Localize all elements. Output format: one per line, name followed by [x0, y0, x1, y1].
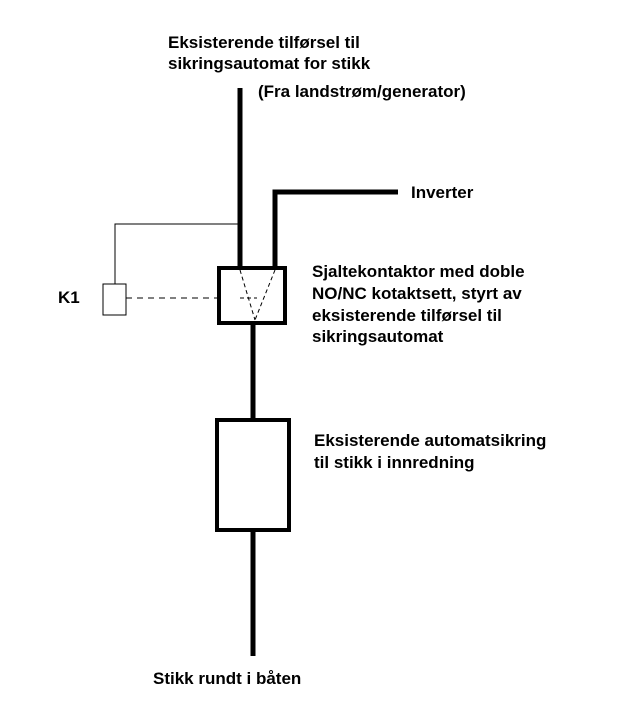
- inverter-label: Inverter: [411, 183, 474, 202]
- contactor-contact-nc: [254, 269, 276, 321]
- control-wire: [114, 223, 240, 284]
- contactor-label-line4: sikringsautomat: [312, 327, 444, 346]
- relay-label: K1: [58, 288, 80, 307]
- breaker-box: [215, 418, 291, 532]
- contactor-contact-no: [239, 269, 256, 321]
- contactor-label-line3: eksisterende tilførsel til: [312, 306, 502, 325]
- contactor-label-line1: Sjaltekontaktor med doble: [312, 262, 525, 281]
- supply-source-label: (Fra landstrøm/generator): [258, 82, 466, 101]
- supply-label-line1: Eksisterende tilførsel til: [168, 33, 360, 52]
- supply-label-line2: sikringsautomat for stikk: [168, 54, 371, 73]
- outlets-label: Stikk rundt i båten: [153, 669, 302, 688]
- breaker-label-line1: Eksisterende automatsikring: [314, 431, 547, 450]
- breaker-label-line2: til stikk i innredning: [314, 453, 475, 472]
- contactor-label-line2: NO/NC kotaktsett, styrt av: [312, 284, 522, 303]
- contactor-box: [217, 266, 287, 325]
- inverter-wire: [272, 189, 398, 268]
- relay-coil-k1: [102, 283, 127, 316]
